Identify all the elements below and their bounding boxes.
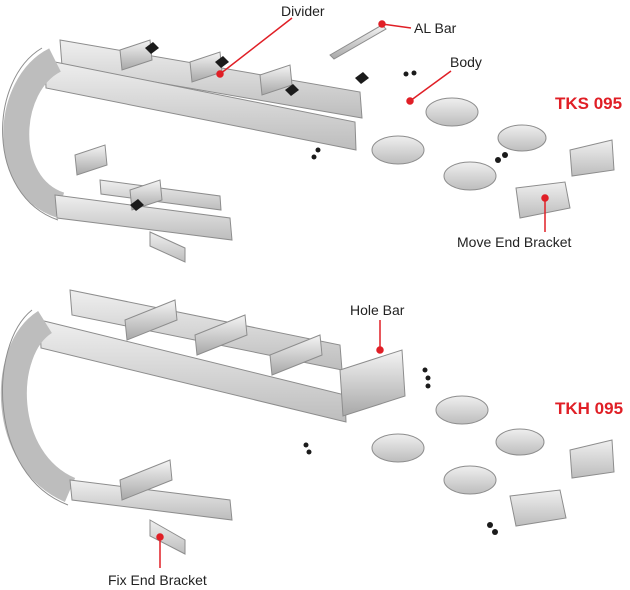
divider-part	[130, 199, 144, 211]
hole-bar-part	[339, 349, 406, 417]
tks-fix-end-bracket	[149, 231, 186, 263]
tkh-move-end-bracket-part	[509, 489, 567, 527]
tks-body-plate	[497, 124, 547, 152]
tkh-hole-bar	[124, 299, 178, 341]
tkh-chain-assembly	[0, 289, 615, 555]
tkh-fasteners	[303, 367, 498, 535]
tks-body-plate	[425, 97, 479, 127]
divider-part	[215, 56, 229, 68]
body-leader	[409, 70, 452, 102]
divider-part	[285, 84, 299, 96]
divider-part	[145, 42, 159, 54]
hole-bar-label: Hole Bar	[350, 302, 405, 318]
tkh-curved-loop	[0, 310, 76, 502]
tkh-move-end-bracket	[569, 439, 615, 479]
hole-bar-leader-dot	[376, 346, 384, 354]
tks-crossbar	[119, 39, 153, 71]
leader-lines	[156, 17, 549, 568]
body-leader-dot	[406, 97, 414, 105]
tks-chain-assembly	[2, 24, 615, 263]
tks-fasteners	[130, 42, 508, 211]
tks-lower-rail	[54, 194, 233, 241]
body-label: Body	[450, 54, 482, 70]
tkh-body-plate	[443, 465, 497, 495]
divider-part	[355, 72, 369, 84]
divider-leader-dot	[216, 70, 224, 78]
tkh-hole-bar	[269, 334, 323, 376]
tkh-hole-bar	[194, 314, 248, 356]
tks-crossbar	[74, 144, 108, 176]
al-bar-label: AL Bar	[414, 20, 457, 36]
move-end-bracket-label: Move End Bracket	[457, 234, 572, 250]
tkh-fix-end-bracket	[149, 519, 186, 555]
tkh-model-label: TKH 095	[555, 399, 624, 418]
fix-end-bracket-leader-dot	[156, 533, 164, 541]
al-bar-leader	[381, 23, 412, 29]
tks-body-plate	[443, 161, 497, 191]
al-bar-leader-dot	[378, 20, 386, 28]
tks-body-plate	[371, 135, 425, 165]
tks-curved-loop-outline	[2, 47, 59, 221]
tkh-body-plate	[371, 433, 425, 463]
tkh-lower-rail	[69, 479, 233, 521]
tks-model-label: TKS 095	[555, 94, 623, 113]
divider-leader	[219, 17, 293, 75]
tkh-curved-loop-outline	[2, 309, 69, 506]
tkh-hole-bar	[119, 459, 173, 501]
tks-curved-loop	[3, 48, 66, 218]
fix-end-bracket-label: Fix End Bracket	[108, 572, 207, 588]
tkh-body-plate	[435, 395, 489, 425]
al-bar-part	[329, 24, 387, 60]
tkh-body-plate	[495, 428, 545, 456]
divider-label: Divider	[281, 3, 325, 19]
tks-move-end-bracket	[569, 139, 615, 177]
move-end-bracket-leader-dot	[541, 194, 549, 202]
